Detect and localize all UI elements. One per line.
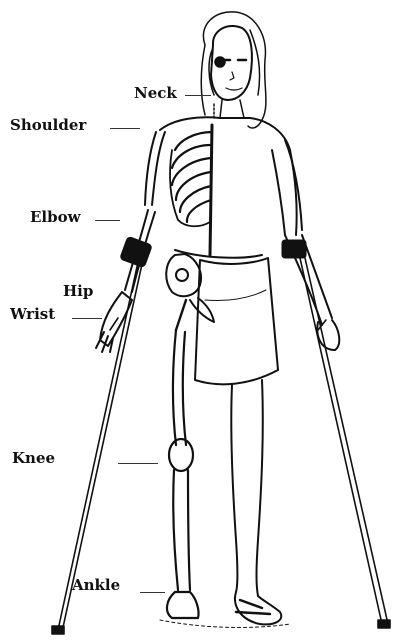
right-crutch-cuff: [282, 240, 306, 258]
label-shoulder: Shoulder: [10, 118, 86, 133]
left-crutch-cuff: [120, 236, 153, 267]
ribcage: [170, 125, 212, 255]
label-hip: Hip: [63, 284, 93, 299]
label-neck: Neck: [134, 86, 177, 101]
pelvis: [166, 254, 214, 330]
label-elbow: Elbow: [30, 210, 81, 225]
label-wrist: Wrist: [10, 307, 55, 322]
label-ankle: Ankle: [72, 578, 120, 593]
leader-ankle: [140, 592, 165, 593]
right-leg: [231, 380, 281, 624]
skirt: [195, 258, 278, 384]
leader-knee: [118, 463, 158, 464]
left-leg-bones: [167, 330, 199, 618]
label-knee: Knee: [12, 451, 55, 466]
leader-elbow: [95, 220, 120, 221]
leader-neck: [185, 95, 211, 96]
right-crutch: [300, 258, 390, 628]
leader-wrist: [72, 318, 102, 319]
leader-shoulder: [110, 128, 140, 129]
